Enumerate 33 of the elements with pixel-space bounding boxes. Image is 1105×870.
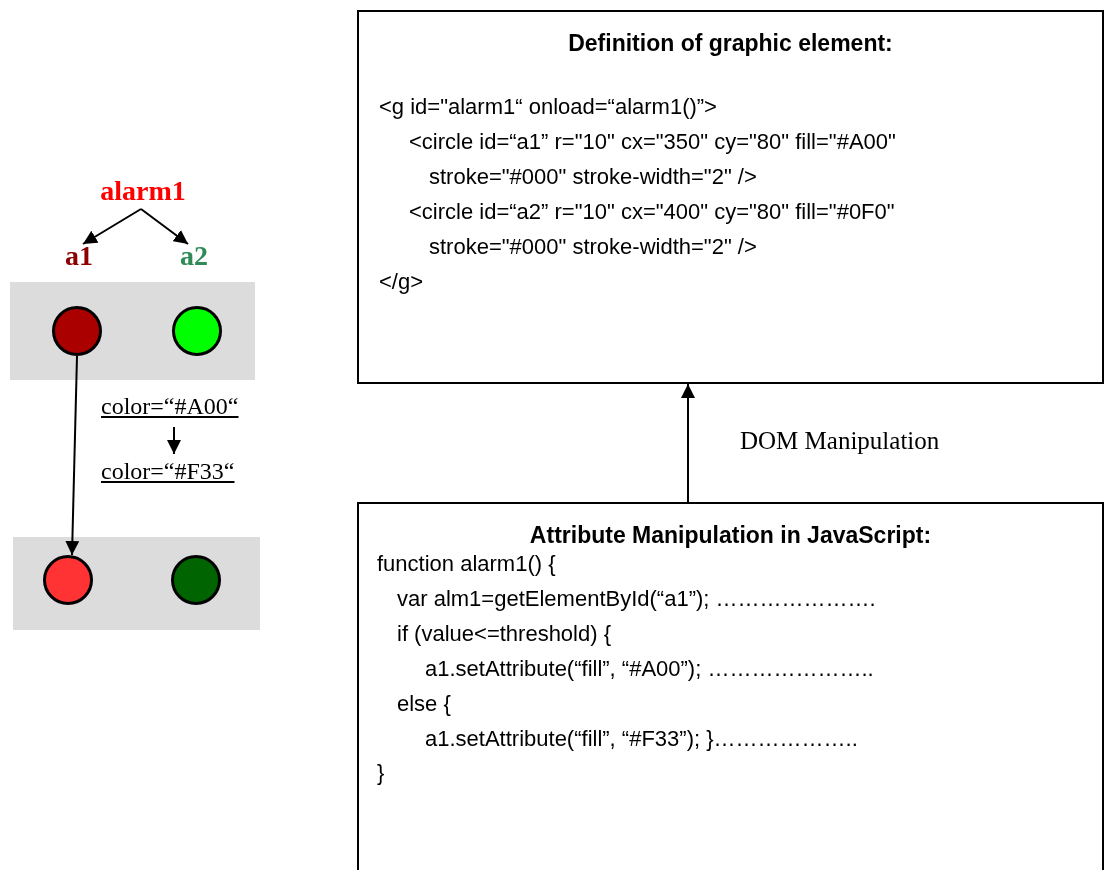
attribute-value-label: color=“#A00“ [101, 393, 281, 423]
code-line: <g id="alarm1“ onload=“alarm1()”> [379, 94, 717, 120]
arrow [167, 426, 181, 455]
indicator-panel [13, 537, 260, 630]
code-box [357, 10, 1104, 384]
code-line: <circle id=“a1” r="10" cx="350" cy="80" fill="#A00" [409, 129, 896, 155]
element-id-label: alarm1 [88, 175, 198, 211]
element-id-label: a2 [172, 240, 216, 276]
code-line: </g> [379, 269, 424, 295]
code-line: var alm1=getElementById(“a1”); …………………. [397, 586, 876, 612]
arrow [140, 208, 189, 245]
code-line: if (value<=threshold) { [397, 621, 612, 647]
arrow [65, 355, 80, 556]
code-line: a1.setAttribute(“fill”, “#F33”); }……………….. [425, 726, 858, 752]
arrow [82, 208, 142, 245]
indicator-light [43, 555, 93, 605]
indicator-light [171, 555, 221, 605]
attribute-value-label: color=“#F33“ [101, 458, 281, 488]
indicator-panel [10, 282, 255, 380]
element-id-label: a1 [58, 240, 100, 276]
box-heading: Definition of graphic element: [567, 30, 894, 57]
code-line: <circle id=“a2” r="10" cx="400" cy="80" fill="#0F0" [409, 199, 895, 225]
code-line: a1.setAttribute(“fill”, “#A00”); ………………….. [425, 656, 874, 682]
indicator-light [172, 306, 222, 356]
code-box [357, 502, 1104, 870]
code-line: stroke="#000" stroke-width="2" /> [429, 234, 757, 260]
code-line: function alarm1() { [377, 551, 556, 577]
code-line: else { [397, 691, 451, 717]
code-line: } [377, 760, 385, 786]
arrow [681, 383, 695, 503]
box-heading: Attribute Manipulation in JavaScript: [528, 522, 933, 549]
indicator-light [52, 306, 102, 356]
code-line: stroke="#000" stroke-width="2" /> [429, 164, 757, 190]
